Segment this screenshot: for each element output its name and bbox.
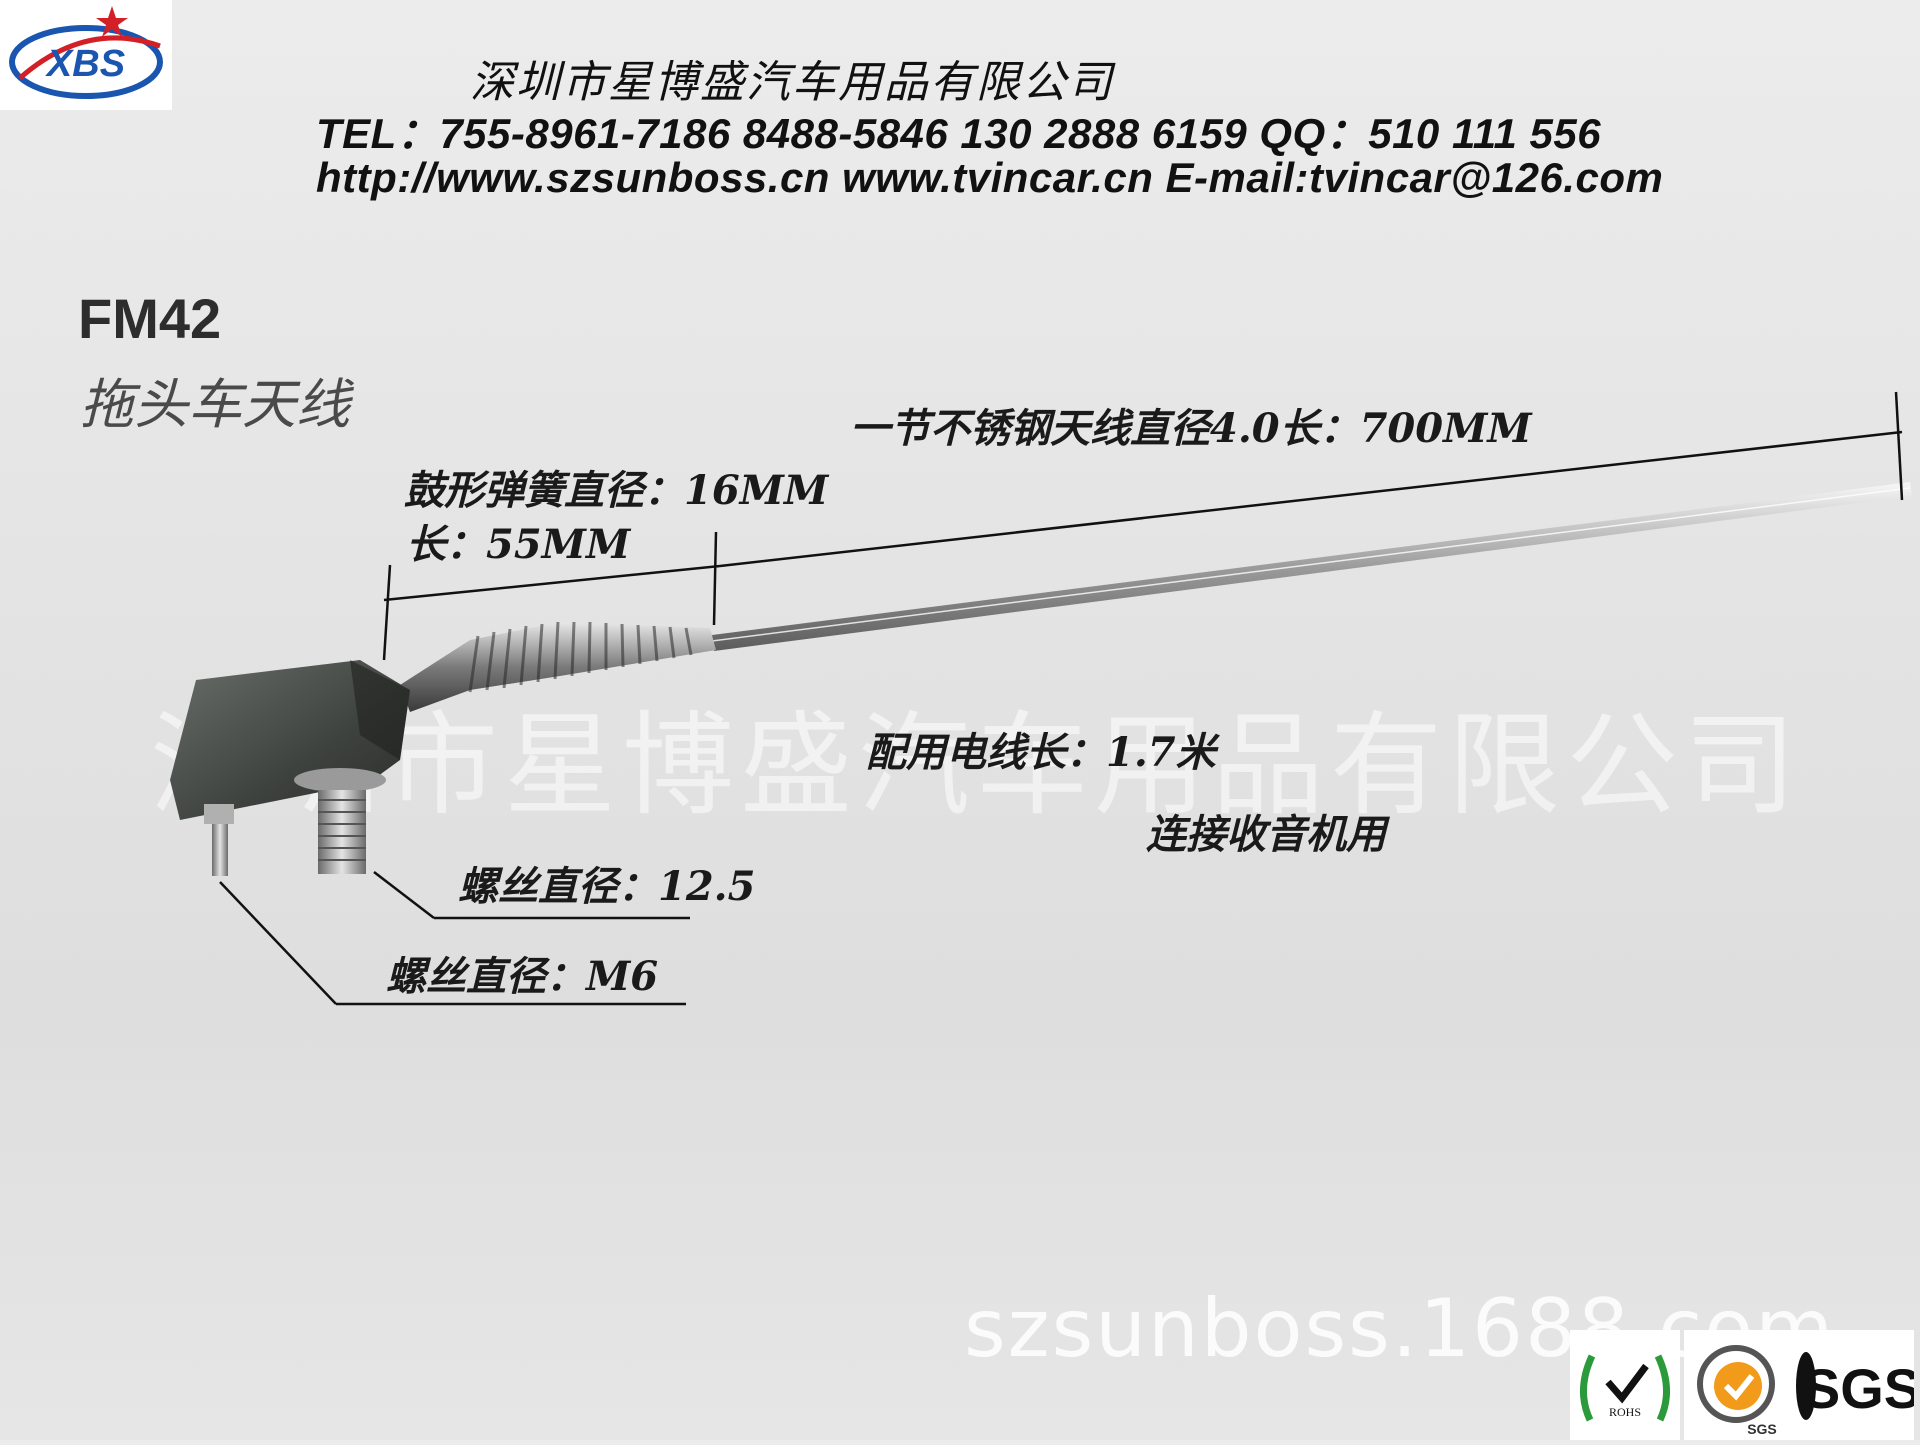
cert-sgs: SGS xyxy=(1790,1330,1920,1440)
bolt-large xyxy=(318,790,366,874)
spring-diameter-label: 鼓形弹簧直径：16MM xyxy=(404,467,829,514)
cert-rohs: ROHS xyxy=(1570,1330,1680,1440)
logo: XBS xyxy=(0,0,172,110)
cert-iso: SGS xyxy=(1684,1330,1794,1440)
thread-small-label: 螺丝直径：M6 xyxy=(386,953,659,1000)
iso-icon: SGS xyxy=(1697,1345,1777,1437)
company-name: 深圳市星博盛汽车用品有限公司 xyxy=(470,57,1114,108)
xbs-logo-icon: XBS xyxy=(9,6,163,99)
antenna-rod xyxy=(711,482,1912,651)
product-name: 拖头车天线 xyxy=(80,373,350,436)
sgs-label: SGS xyxy=(1803,1357,1914,1420)
bolt-small xyxy=(204,804,234,876)
sgs-icon: SGS xyxy=(1796,1352,1920,1420)
dimension-lines xyxy=(219,391,1904,1006)
logo-text: XBS xyxy=(45,43,125,85)
rod-spec-label: 一节不锈钢天线直径4.0长：700MM xyxy=(850,405,1532,452)
spring-length-label: 长：55MM xyxy=(406,521,631,568)
contact-phone: TEL：755-8961-7186 8488-5846 130 2888 615… xyxy=(316,110,1602,157)
mount-bracket xyxy=(170,660,410,820)
drum-spring xyxy=(400,621,716,712)
product-model: FM42 xyxy=(78,287,222,350)
iso-label: SGS xyxy=(1747,1421,1777,1437)
cable-length-label: 配用电线长：1.7米 xyxy=(866,729,1216,776)
thread-large-label: 螺丝直径：12.5 xyxy=(458,863,756,910)
rohs-label: ROHS xyxy=(1609,1405,1641,1419)
rohs-icon: ROHS xyxy=(1579,1354,1671,1422)
contact-web: http://www.szsunboss.cn www.tvincar.cn E… xyxy=(316,154,1664,201)
watermark-company: 深圳市星博盛汽车用品有限公司 xyxy=(150,701,1802,831)
usage-label: 连接收音机用 xyxy=(1146,811,1386,858)
